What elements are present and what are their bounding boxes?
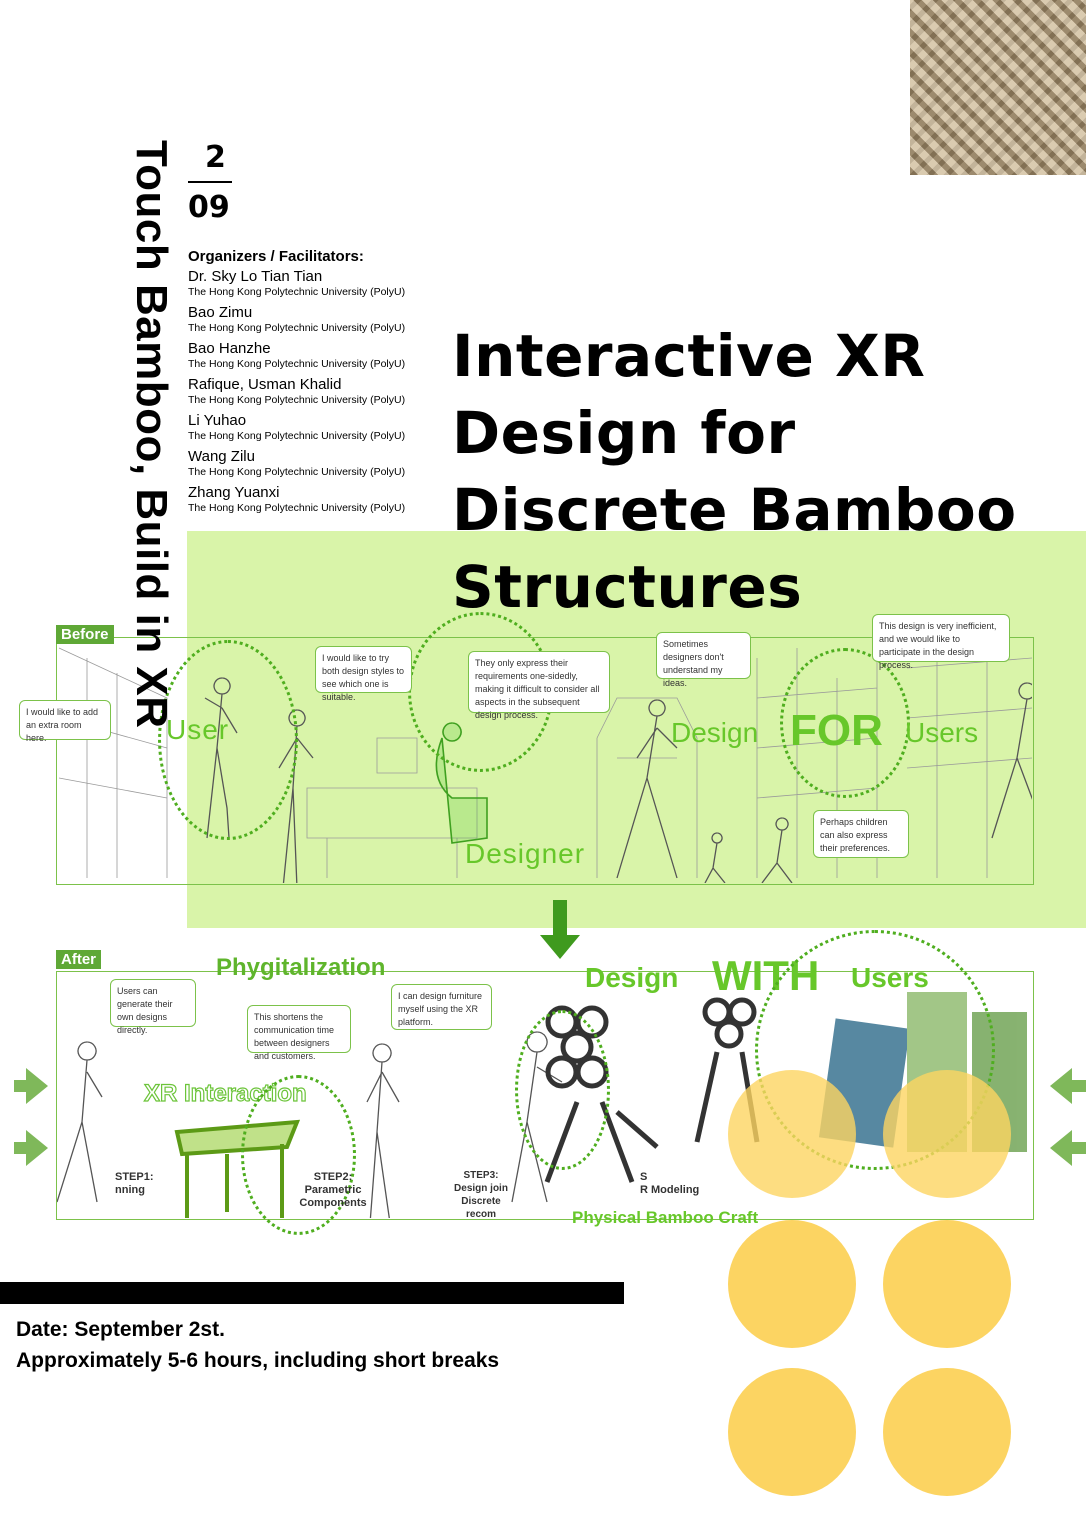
organizer-name: Bao Hanzhe: [188, 340, 271, 357]
duration-line: Approximately 5-6 hours, including short…: [16, 1349, 500, 1372]
organizer-affiliation: The Hong Kong Polytechnic University (Po…: [188, 466, 406, 478]
black-divider-bar: [0, 1282, 624, 1304]
organizer-entry: Rafique, Usman Khalid The Hong Kong Poly…: [188, 376, 448, 407]
organizer-affiliation: The Hong Kong Polytechnic University (Po…: [188, 394, 406, 406]
bubble-xr-platform: I can design furniture myself using the …: [391, 984, 492, 1030]
organizer-affiliation: The Hong Kong Polytechnic University (Po…: [188, 322, 406, 334]
main-title: Interactive XR Design for Discrete Bambo…: [452, 318, 1082, 626]
vertical-title-text: Touch Bamboo, Build in XR: [127, 140, 176, 729]
step1-label: STEP1:nning: [115, 1171, 154, 1196]
users-dotted-circle: [780, 648, 910, 798]
bamboo-weave-image: [910, 0, 1086, 175]
date-divider: [188, 181, 232, 183]
vertical-title: Touch Bamboo, Build in XR: [118, 140, 178, 930]
bubble-inefficient: This design is very inefficient, and we …: [872, 614, 1010, 670]
organizer-entry: Li Yuhao The Hong Kong Polytechnic Unive…: [188, 412, 448, 443]
step2-label: STEP2:Parametric Components: [299, 1171, 367, 1209]
label-design-for-2: FOR: [790, 706, 883, 755]
before-tag: Before: [56, 625, 114, 644]
down-arrow-icon: [540, 935, 580, 959]
organizer-entry: Bao Hanzhe The Hong Kong Polytechnic Uni…: [188, 340, 448, 371]
date-line: Date: September 2st.: [16, 1318, 225, 1341]
organizer-entry: Bao Zimu The Hong Kong Polytechnic Unive…: [188, 304, 448, 335]
organizer-entry: Zhang Yuanxi The Hong Kong Polytechnic U…: [188, 484, 448, 515]
left-arrow-icon-1: [1050, 1068, 1072, 1104]
label-design-with-1: Design: [585, 962, 679, 993]
organizer-name: Zhang Yuanxi: [188, 484, 280, 501]
organizer-entry: Dr. Sky Lo Tian Tian The Hong Kong Polyt…: [188, 268, 448, 299]
organizer-affiliation: The Hong Kong Polytechnic University (Po…: [188, 358, 406, 370]
date-month: 09: [188, 190, 230, 225]
organizer-affiliation: The Hong Kong Polytechnic University (Po…: [188, 286, 406, 298]
main-title-line: Structures: [452, 553, 803, 621]
organizer-name: Li Yuhao: [188, 412, 247, 429]
organizers-list: Organizers / Facilitators: Dr. Sky Lo Ti…: [188, 248, 448, 520]
yellow-circle: [728, 1368, 856, 1496]
organizer-name: Rafique, Usman Khalid: [188, 376, 342, 393]
right-arrow-stem-1: [14, 1080, 28, 1092]
left-arrow-stem-1: [1072, 1080, 1086, 1092]
label-design-for-3: Users: [905, 717, 979, 748]
green-highlight-block: [187, 531, 1086, 928]
label-physical-craft: Physical Bamboo Craft: [572, 1208, 759, 1227]
user-dotted-circle: [158, 640, 298, 840]
organizer-name: Bao Zimu: [188, 304, 253, 321]
phygitalization-heading: Phygitalization: [216, 954, 386, 981]
right-arrow-icon-2: [26, 1130, 48, 1166]
main-title-line: Interactive XR: [452, 322, 926, 390]
organizer-affiliation: The Hong Kong Polytechnic University (Po…: [188, 502, 406, 514]
bubble-try-styles: I would like to try both design styles t…: [315, 646, 412, 702]
left-arrow-icon-2: [1050, 1130, 1072, 1166]
organizer-affiliation: The Hong Kong Polytechnic University (Po…: [188, 430, 406, 442]
step3-label: STEP3:Design join Discrete recom: [454, 1170, 508, 1220]
yellow-circle: [728, 1070, 856, 1198]
organizer-entry: Wang Zilu The Hong Kong Polytechnic Univ…: [188, 448, 448, 479]
organizer-name: Dr. Sky Lo Tian Tian: [188, 268, 323, 285]
yellow-circle: [883, 1220, 1011, 1348]
bubble-one-sided: They only express their requirements one…: [468, 651, 610, 720]
right-arrow-icon-1: [26, 1068, 48, 1104]
xr-dotted-circle: [241, 1075, 356, 1235]
left-arrow-stem-2: [1072, 1142, 1086, 1154]
with-users-dotted-circle: [755, 930, 995, 1170]
step3-dotted-circle: [515, 1010, 610, 1170]
label-design-for-1: Design: [671, 717, 759, 748]
organizers-header: Organizers / Facilitators:: [188, 248, 364, 265]
label-designer: Designer: [465, 838, 586, 869]
date-day: 2: [205, 140, 226, 175]
main-title-line: Design for: [452, 399, 796, 467]
bubble-own-designs: Users can generate their own designs dir…: [110, 979, 196, 1035]
yellow-circle: [883, 1368, 1011, 1496]
organizer-name: Wang Zilu: [188, 448, 255, 465]
right-arrow-stem-2: [14, 1142, 28, 1154]
event-date-info: Date: September 2st. Approximately 5-6 h…: [16, 1314, 499, 1376]
bubble-children: Perhaps children can also express their …: [813, 810, 909, 858]
bubble-shortens: This shortens the communication time bet…: [247, 1005, 351, 1061]
bubble-designers: Sometimes designers don't understand my …: [656, 632, 751, 688]
yellow-circle: [883, 1070, 1011, 1198]
yellow-circle: [728, 1220, 856, 1348]
main-title-line: Discrete Bamboo: [452, 476, 1017, 544]
bubble-add-room: I would like to add an extra room here.: [19, 700, 111, 743]
label-user: User: [166, 714, 230, 745]
down-arrow-stem: [553, 900, 567, 935]
after-tag: After: [56, 950, 102, 969]
